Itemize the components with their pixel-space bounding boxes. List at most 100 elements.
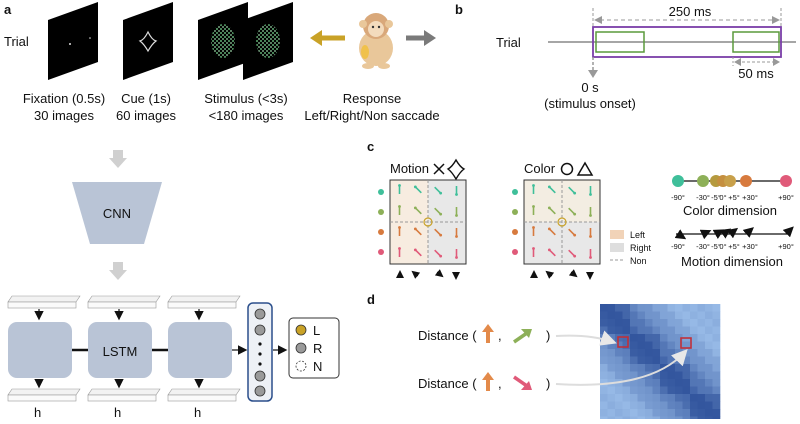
color-tick-label: +90° [778,193,794,202]
grid-stimulus-arrow [549,207,556,215]
heatmap-cell [675,394,683,402]
heatmap-cell [697,364,706,372]
motion-tick-label: 0° [719,242,726,251]
grid-stimulus-arrow [434,249,441,257]
similarity-heatmap [600,304,721,424]
heatmap-cell [607,319,616,327]
motion-dimension-label: Motion dimension [681,254,783,269]
heatmap-cell [697,394,706,402]
hidden-state-1: h [114,405,121,419]
heatmap-cell [622,349,631,357]
column-direction-arrows [396,269,594,280]
grid-stimulus-arrow [549,186,556,194]
heatmap-cell [712,364,721,372]
pointer-line-2 [555,349,688,386]
heatmap-cell [690,356,698,365]
grid-stimulus-arrow [434,228,441,236]
heatmap-cell [697,356,706,365]
heatmap-cell [697,311,706,320]
heatmap-cell [705,364,713,372]
motion-tick-label: -30° [696,242,710,251]
heatmap-cell [697,304,706,312]
heatmap-cell [600,386,608,395]
motion-grid [389,179,467,265]
heatmap-cell [705,371,713,380]
heatmap-cell [645,401,653,410]
heatmap-cell [622,394,631,402]
step-count-0: 30 images [34,108,94,123]
heatmap-cell [622,304,631,312]
color-dimension-label: Color dimension [683,203,777,218]
heatmap-cell [705,326,713,335]
cross-icon [433,163,445,175]
heatmap-cell [652,364,661,372]
heatmap-cell [630,304,638,312]
heatmap-cell [607,394,616,402]
heatmap-cell [607,386,616,395]
heatmap-cell [682,409,691,417]
heatmap-cell [712,304,721,312]
heatmap-cell [682,386,691,395]
heatmap-cell [637,371,646,380]
heatmap-cell [622,379,631,387]
heatmap-cell [682,311,691,320]
heatmap-cell [705,401,713,410]
heatmap-cell [607,311,616,320]
heatmap-cell [637,386,646,395]
heatmap-cell [600,364,608,372]
color-dim-dot [780,175,792,187]
heatmap-cell [660,386,668,395]
step-count-3: Left/Right/Non saccade [304,108,439,123]
heatmap-cell [705,334,713,342]
heatmap-cell [675,304,683,312]
heatmap-cell [637,364,646,372]
heatmap-cell [705,409,713,417]
heatmap-cell [607,326,616,335]
heatmap-marker-1 [617,336,629,348]
motion-dim-arrow [782,226,794,238]
color-dimension-dots [672,175,792,187]
heatmap-cell [705,386,713,395]
heatmap-cell [652,356,661,365]
heatmap-cell [630,379,638,387]
heatmap-cell [630,356,638,365]
heatmap-cell [607,304,616,312]
comma-1: , [498,328,502,343]
heatmap-cell [637,341,646,350]
close-paren-1: ) [546,328,550,343]
color-tick-label: 0° [719,193,726,202]
heatmap-cell [697,409,706,417]
grid-stimulus-arrow [415,228,422,236]
heatmap-cell [712,341,721,350]
grid-stimulus-arrow [568,228,575,236]
comma-2: , [498,376,502,391]
heatmap-cell [637,349,646,357]
heatmap-cell [600,349,608,357]
heatmap-cell [607,409,616,417]
heatmap-cell [690,334,698,342]
heatmap-cell [660,334,668,342]
color-tick-label: +30° [742,193,758,202]
color-tick-label: +5° [728,193,740,202]
heatmap-cell [682,326,691,335]
star-shape-icon [446,158,466,181]
cnn-label: CNN [103,206,131,221]
orange-up-arrow-icon-2 [482,372,494,391]
heatmap-cell [690,304,698,312]
heatmap-cell [600,311,608,320]
heatmap-cell [652,341,661,350]
heatmap-cell [645,319,653,327]
step-label: 50 ms [738,66,774,81]
heatmap-cell [682,394,691,402]
cue-frame [123,2,173,80]
heatmap-cell [622,334,631,342]
heatmap-cell [690,341,698,350]
heatmap-cell [690,311,698,320]
heatmap-cell [652,304,661,312]
lstm-chain [7,295,248,402]
heatmap-cell [682,304,691,312]
onset-label: 0 s [581,80,599,95]
heatmap-cell [705,349,713,357]
legend-left-swatch [610,230,624,239]
heatmap-cell [682,379,691,387]
